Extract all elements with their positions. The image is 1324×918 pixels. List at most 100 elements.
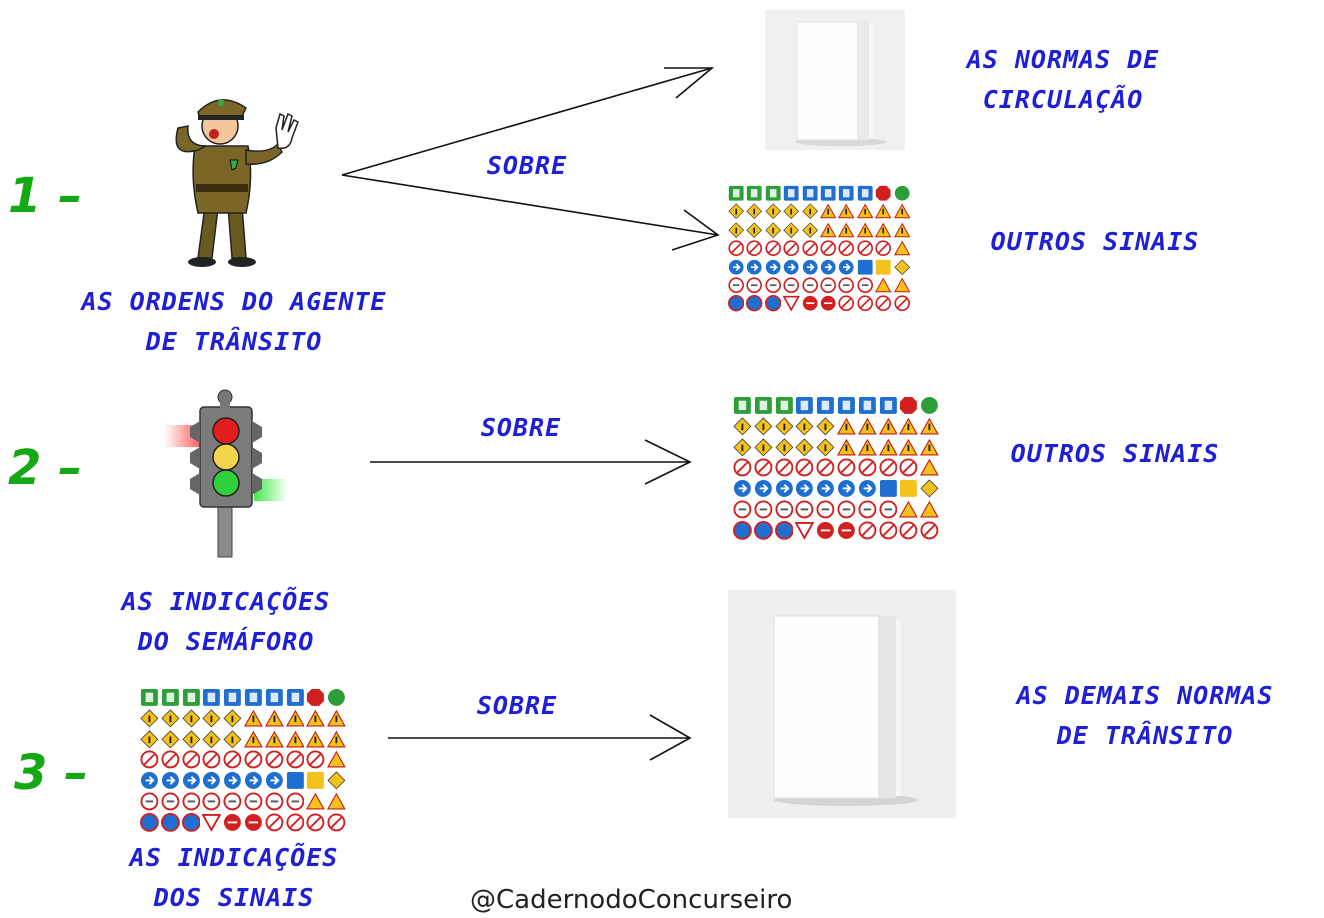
traffic-sign-icon	[244, 771, 263, 790]
traffic-sign-icon	[140, 709, 159, 728]
traffic-sign-icon	[327, 792, 346, 811]
traffic-sign-icon	[893, 203, 910, 219]
traffic-sign-icon	[893, 222, 910, 238]
traffic-sign-icon	[795, 417, 814, 436]
traffic-sign-icon	[733, 479, 752, 498]
traffic-sign-icon	[306, 730, 326, 749]
traffic-sign-icon	[837, 396, 856, 415]
arrow-1-upper	[341, 67, 713, 176]
traffic-sign-icon	[182, 750, 201, 769]
traffic-sign-icon	[899, 479, 918, 498]
traffic-sign-icon	[858, 500, 877, 519]
traffic-signs-icon-2	[733, 396, 939, 540]
traffic-sign-icon	[894, 185, 910, 201]
traffic-sign-icon	[837, 479, 856, 498]
traffic-sign-icon	[775, 417, 794, 436]
traffic-sign-icon	[820, 277, 836, 294]
traffic-sign-icon	[857, 417, 877, 436]
traffic-sign-icon	[728, 185, 744, 201]
traffic-sign-icon	[795, 521, 815, 540]
traffic-sign-icon	[746, 185, 762, 201]
traffic-officer-icon	[175, 99, 299, 267]
traffic-sign-icon	[327, 771, 346, 790]
traffic-sign-icon	[838, 277, 855, 294]
book-icon-1	[765, 10, 905, 150]
traffic-sign-icon	[733, 438, 752, 457]
traffic-sign-icon	[746, 240, 763, 257]
traffic-sign-icon	[838, 185, 854, 201]
traffic-sign-icon	[875, 277, 892, 293]
traffic-sign-icon	[775, 458, 794, 477]
traffic-sign-icon	[878, 438, 898, 457]
target-label-outros-sinais-2: OUTROS SINAIS	[1010, 439, 1220, 468]
source-label-agente: AS ORDENS DO AGENTE DE TRÂNSITO	[14, 282, 454, 362]
traffic-sign-icon	[920, 500, 939, 519]
traffic-sign-icon	[265, 750, 284, 769]
traffic-sign-icon	[920, 438, 939, 457]
label-line: AS DEMAIS NORMAS	[1016, 681, 1274, 710]
traffic-sign-icon	[140, 771, 159, 790]
traffic-sign-icon	[795, 458, 814, 477]
arrow-1-lower	[341, 174, 719, 236]
traffic-sign-icon	[327, 709, 346, 728]
traffic-sign-icon	[286, 771, 305, 790]
traffic-sign-icon	[819, 203, 837, 219]
traffic-sign-icon	[140, 792, 159, 811]
traffic-sign-icon	[774, 520, 794, 540]
traffic-sign-icon	[306, 709, 326, 728]
traffic-sign-icon	[802, 295, 818, 312]
traffic-sign-icon	[286, 750, 305, 769]
traffic-sign-icon	[783, 222, 800, 238]
traffic-sign-icon	[327, 750, 346, 769]
traffic-sign-icon	[764, 295, 782, 312]
traffic-sign-icon	[894, 295, 910, 312]
label-line: CIRCULAÇÃO	[982, 85, 1144, 114]
traffic-sign-icon	[746, 295, 763, 312]
traffic-sign-icon	[733, 520, 752, 540]
traffic-sign-icon	[816, 417, 835, 436]
source-label-sinais: AS INDICAÇÕES DOS SINAIS	[64, 838, 404, 918]
traffic-sign-icon	[879, 521, 898, 540]
traffic-sign-icon	[243, 730, 263, 749]
traffic-sign-icon	[899, 417, 919, 436]
traffic-sign-icon	[920, 458, 939, 477]
traffic-sign-icon	[746, 277, 763, 294]
traffic-sign-icon	[754, 479, 773, 498]
traffic-sign-icon	[754, 458, 773, 477]
traffic-sign-icon	[327, 813, 346, 832]
traffic-sign-icon	[754, 438, 773, 457]
traffic-sign-icon	[837, 500, 856, 519]
over-label-1: SOBRE	[486, 151, 568, 180]
traffic-sign-icon	[899, 438, 919, 457]
traffic-sign-icon	[879, 479, 898, 498]
target-label-demais-normas: AS DEMAIS NORMAS DE TRÂNSITO	[960, 676, 1324, 756]
traffic-sign-icon	[899, 500, 919, 519]
traffic-sign-icon	[182, 771, 201, 790]
traffic-sign-icon	[816, 458, 835, 477]
traffic-sign-icon	[765, 240, 781, 257]
traffic-sign-icon	[244, 813, 263, 832]
traffic-sign-icon	[306, 792, 326, 811]
traffic-sign-icon	[857, 277, 873, 294]
traffic-sign-icon	[879, 500, 898, 519]
over-label-3: SOBRE	[476, 691, 558, 720]
traffic-sign-icon	[858, 521, 877, 540]
traffic-sign-icon	[858, 479, 877, 498]
traffic-sign-icon	[285, 709, 305, 728]
traffic-sign-icon	[765, 203, 781, 220]
traffic-sign-icon	[746, 203, 763, 220]
traffic-sign-icon	[161, 792, 180, 811]
traffic-sign-icon	[306, 813, 325, 832]
traffic-sign-icon	[244, 750, 263, 769]
traffic-sign-icon	[899, 521, 918, 540]
traffic-sign-icon	[783, 185, 799, 201]
traffic-sign-icon	[837, 458, 856, 477]
traffic-sign-icon	[857, 438, 877, 457]
traffic-sign-icon	[161, 709, 180, 728]
traffic-sign-icon	[838, 259, 854, 275]
traffic-sign-icon	[285, 730, 305, 749]
traffic-sign-icon	[802, 185, 818, 201]
label-line: DE TRÂNSITO	[145, 327, 323, 356]
traffic-sign-icon	[816, 438, 835, 457]
